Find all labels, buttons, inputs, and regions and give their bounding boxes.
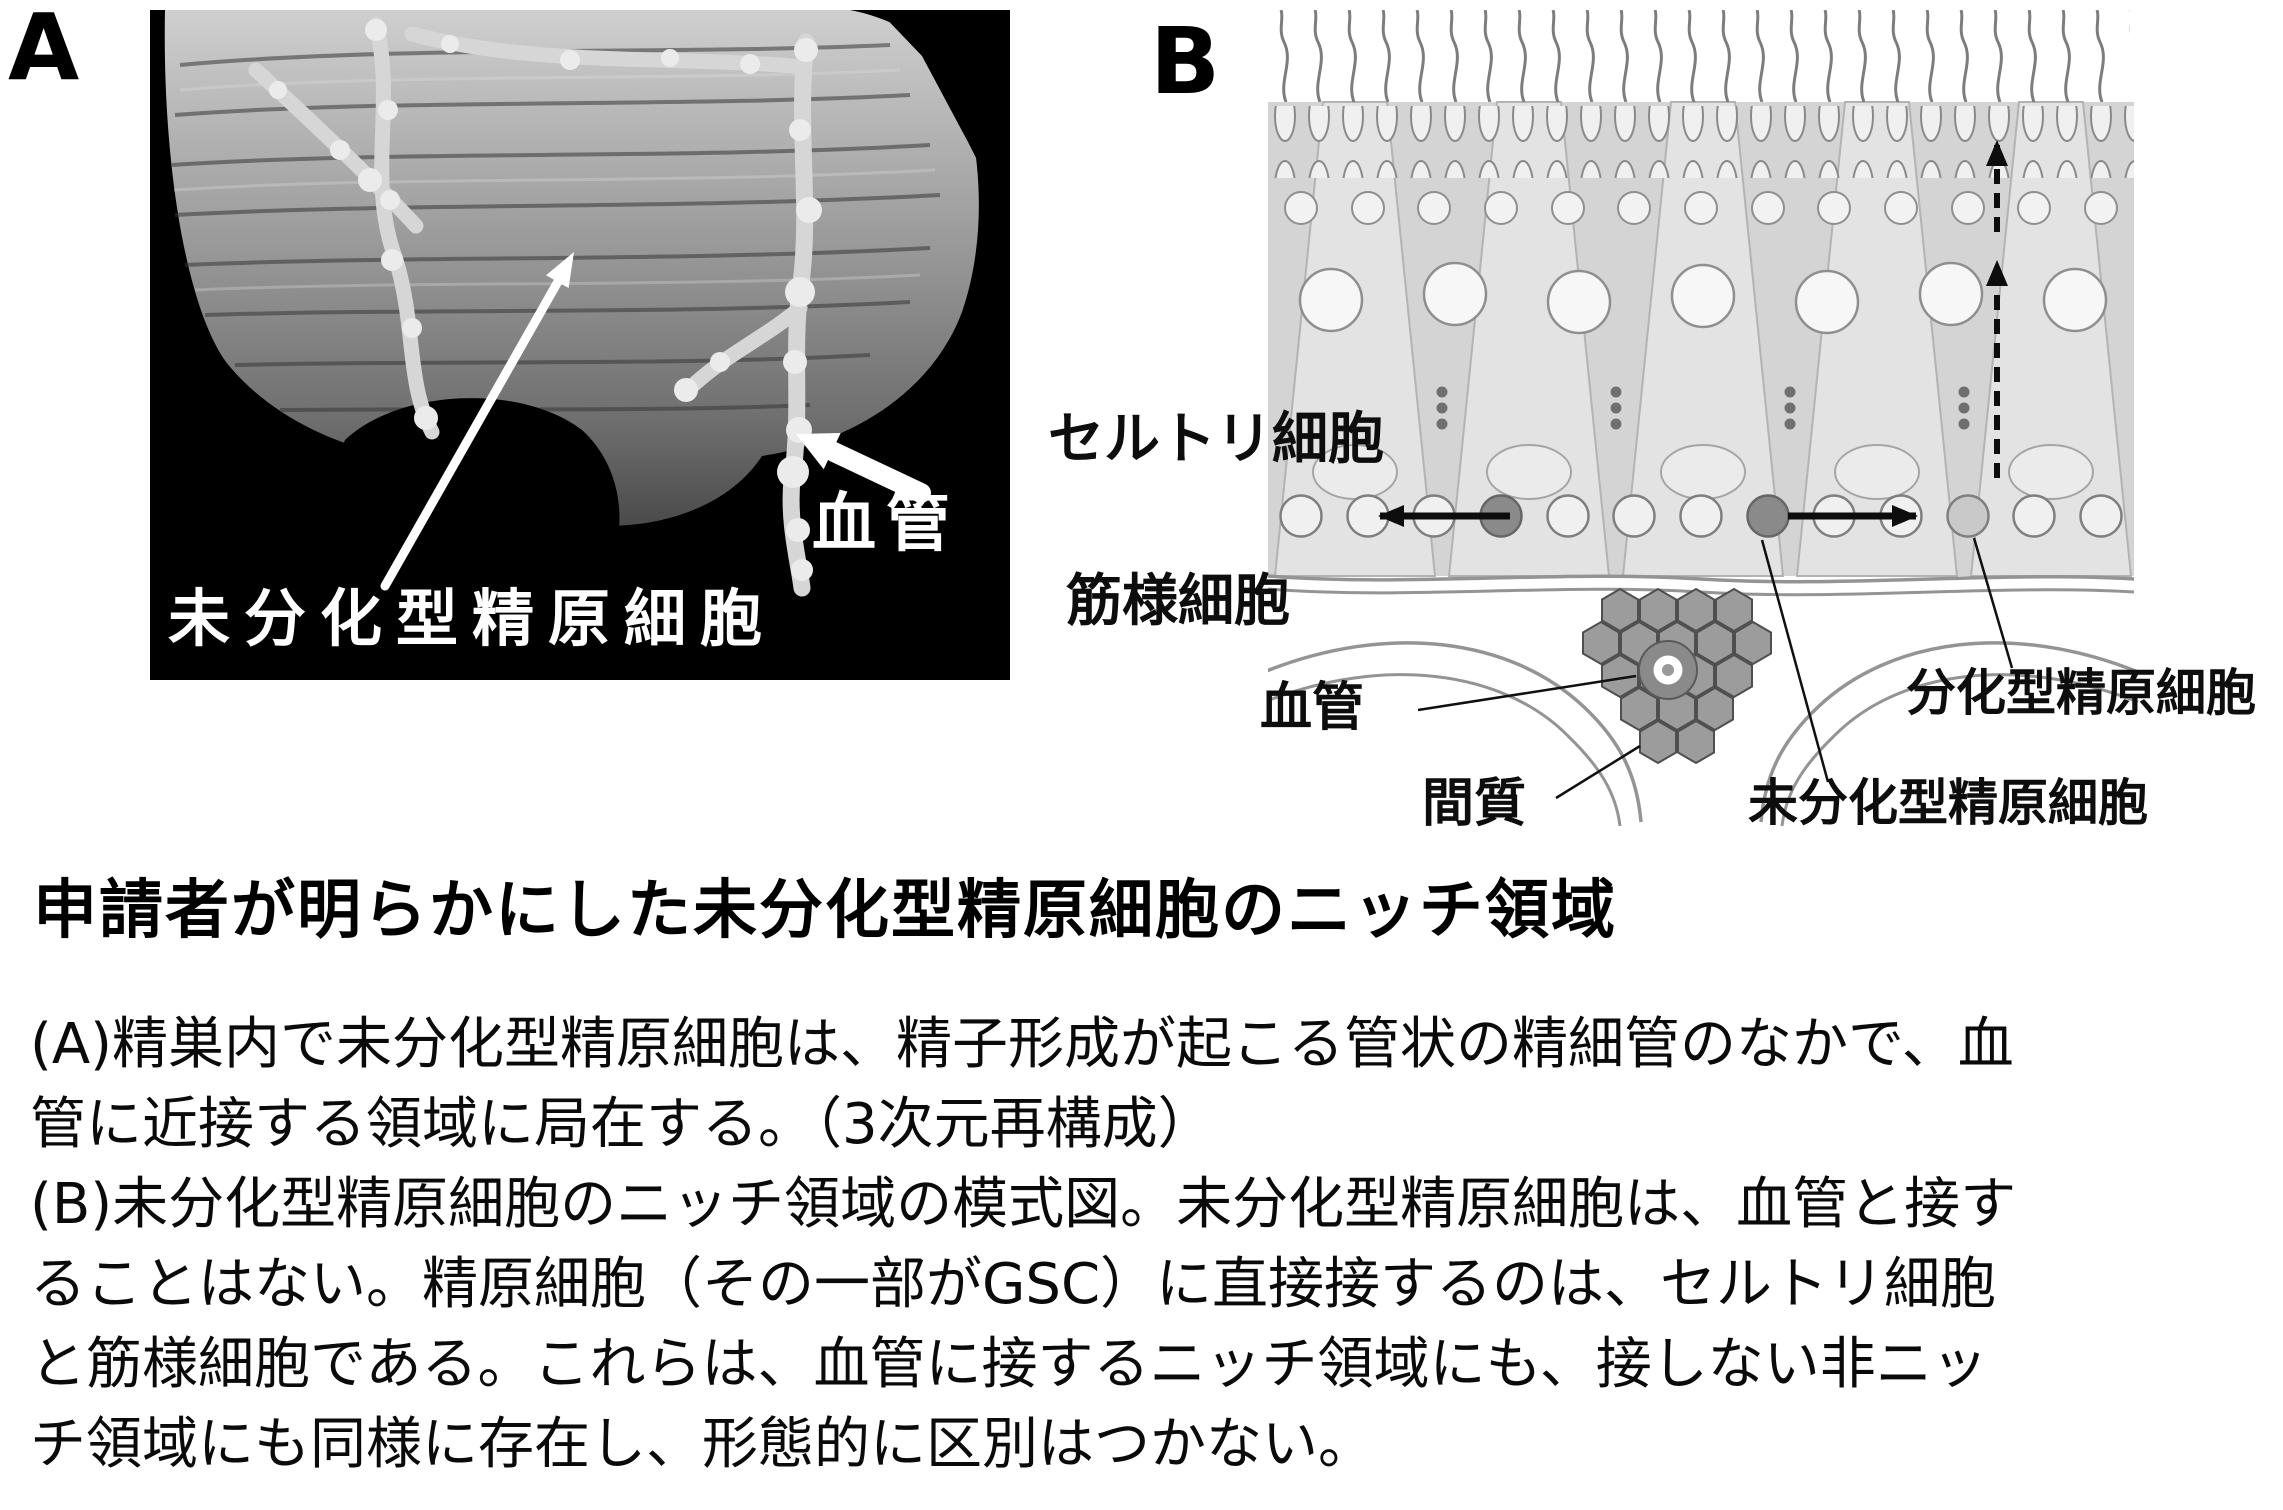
myoid-cell-label: 筋様細胞	[1066, 569, 1290, 634]
sertoli-cells	[1273, 101, 2133, 577]
panel-b-schematic	[1268, 10, 2139, 827]
diff-spermatogonia-pointer-line	[1972, 537, 2014, 669]
panel-a-spermatogonia-label: 未分化型精原細胞	[168, 582, 777, 655]
panel-b-blood-vessel-label: 血管	[1260, 678, 1365, 738]
spermatogonia-arrow-icon	[380, 252, 574, 591]
caption-panel-b: (B)未分化型精原細胞のニッチ領域の模式図。未分化型精原細胞は、血管と接す るこ…	[30, 1172, 2017, 1477]
caption-panel-a: (A)精巣内で未分化型精原細胞は、精子形成が起こる管状の精細管のなかで、血 管に…	[30, 1012, 2014, 1157]
undifferentiated-spermatogonium-cell	[1746, 494, 1790, 538]
undiff-spermatogonia-pointer-line	[1760, 539, 1830, 783]
differentiating-spermatogonium-cell	[1946, 494, 1990, 538]
label-pointer-lines	[1417, 537, 2014, 800]
panel-a-blood-vessel-label: 血管	[812, 487, 960, 561]
sperm-flagella	[1272, 10, 2130, 102]
elongated-spermatids	[1268, 106, 2134, 178]
undiff-spermatogonia-label: 未分化型精原細胞	[1748, 774, 2148, 832]
interstitium-pointer-line	[1555, 744, 1641, 800]
sertoli-cell-label: セルトリ細胞	[1048, 407, 1384, 472]
panel-b-letter: B	[1150, 8, 1221, 115]
panel-a-dark-corner	[878, 10, 1010, 225]
tight-junctions	[1436, 386, 1970, 430]
vessel-arrow-icon	[796, 433, 931, 503]
blood-vessel-pointer-line	[1417, 674, 1637, 712]
blood-vessel	[1638, 640, 1698, 700]
panel-a-reconstruction-image	[150, 10, 1010, 680]
interstitium-label: 間質	[1422, 774, 1527, 834]
vessel-ridge-bumps	[269, 19, 822, 581]
panel-a-letter: A	[8, 0, 80, 101]
figure-title: 申請者が明らかにした未分化型精原細胞のニッチ領域	[33, 874, 1617, 948]
adjacent-tubule-walls	[1268, 641, 2139, 827]
panel-a-dark-gap	[336, 398, 620, 633]
diff-spermatogonia-label: 分化型精原細胞	[1906, 664, 2256, 722]
figure-caption: (A)精巣内で未分化型精原細胞は、精子形成が起こる管状の精細管のなかで、血 管に…	[30, 1005, 2275, 1485]
